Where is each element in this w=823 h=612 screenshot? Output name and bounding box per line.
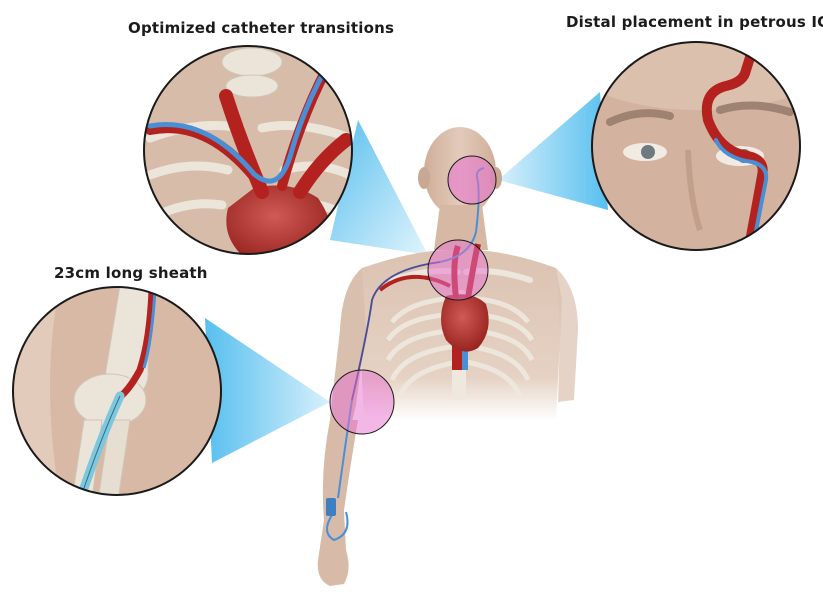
- highlight-elbow: [329, 369, 395, 435]
- body-figure: [317, 127, 578, 586]
- label-distal-placement: Distal placement in petrous ICA: [566, 13, 823, 31]
- callout-cone-petrous: [498, 92, 608, 210]
- callout-cone-aortic: [330, 120, 428, 255]
- catheter-aortic: [147, 65, 329, 184]
- highlight-chest: [427, 239, 489, 301]
- zoom-sheath: [12, 286, 222, 496]
- heart: [441, 294, 489, 352]
- catheter-petrous: [714, 138, 769, 250]
- arm-right: [556, 268, 578, 402]
- forearm: [317, 420, 358, 586]
- zoom-aortic-arch: [143, 45, 353, 255]
- callout-cone-sheath: [205, 318, 330, 463]
- label-optimized-catheter-transitions: Optimized catheter transitions: [128, 19, 395, 37]
- label-long-sheath: 23cm long sheath: [54, 264, 208, 282]
- highlight-head: [447, 155, 497, 205]
- zoom-petrous-ica: [591, 41, 801, 251]
